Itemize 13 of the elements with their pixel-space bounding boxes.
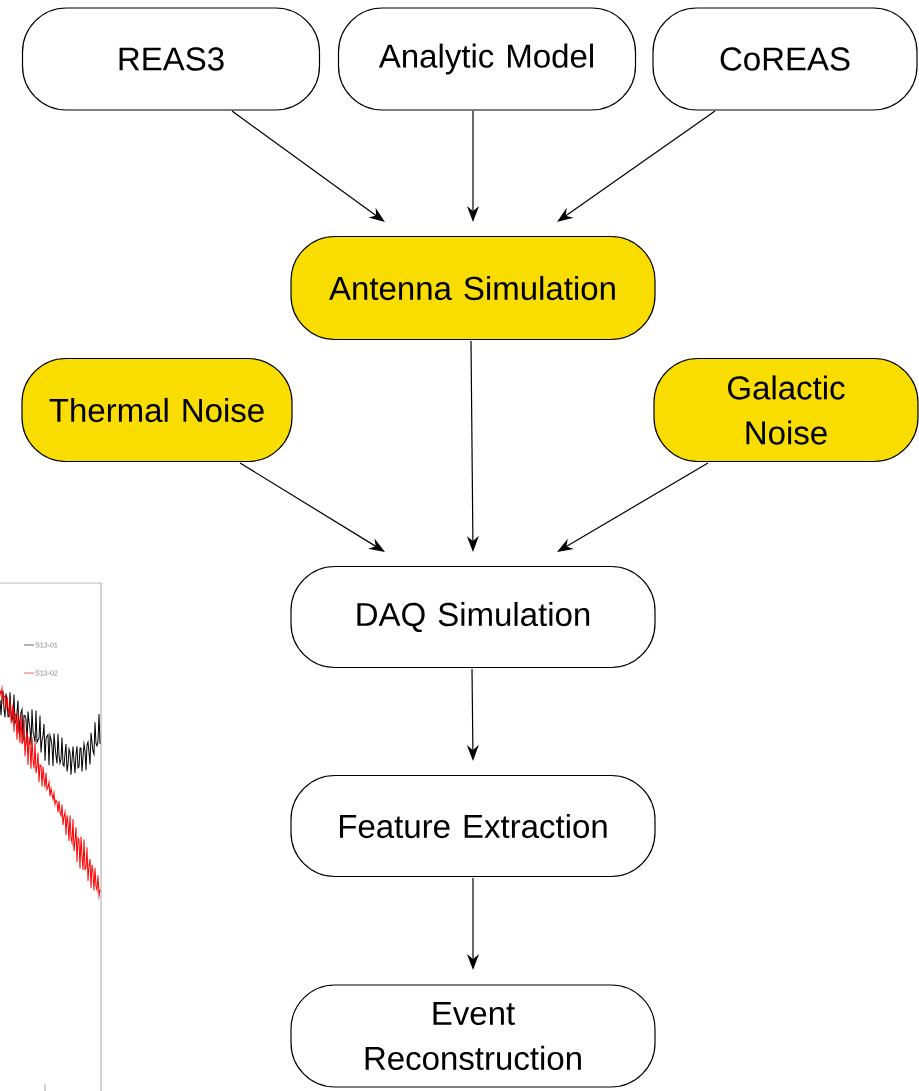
process-box: CoREAS — [652, 7, 918, 111]
process-box: Antenna Simulation — [290, 235, 656, 341]
process-box: Feature Extraction — [290, 774, 656, 878]
process-box: DAQ Simulation — [290, 565, 656, 669]
process-box: REAS3 — [21, 7, 321, 111]
arrow — [557, 110, 716, 222]
process-box: Thermal Noise — [21, 357, 293, 463]
arrow — [239, 462, 385, 552]
process-box: Analytic Model — [337, 7, 637, 111]
process-box: Event Reconstruction — [290, 984, 656, 1088]
process-box: Galactic Noise — [653, 357, 919, 463]
arrow — [231, 110, 385, 222]
arrow — [557, 462, 709, 552]
